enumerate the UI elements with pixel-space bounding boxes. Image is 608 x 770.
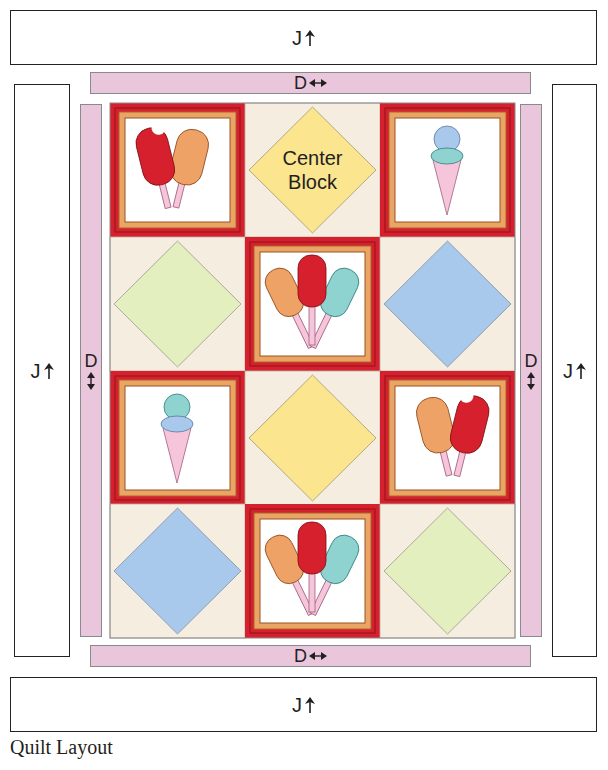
inner-border-strip: D [90,645,531,667]
direction-arrow [44,363,54,379]
inner-border-strip: D [520,104,542,637]
strip-letter: J [292,28,302,48]
direction-arrow [576,363,586,379]
diamond-outline [245,103,380,237]
strip-letter: J [292,695,302,715]
direction-arrow [305,697,315,713]
strip-letter: J [563,361,573,381]
strip-letter: D [85,352,98,370]
border-strip: J [552,84,597,657]
inner-border-strip: D [80,104,102,637]
strip-letter: D [525,352,538,370]
border-strip: J [10,677,597,732]
strip-letter: D [294,74,307,92]
border-strip: J [14,84,70,657]
inner-border-strip: D [90,72,531,94]
figure-caption: Quilt Layout [10,736,113,759]
direction-arrow [526,372,536,390]
direction-arrow [86,372,96,390]
block-label: Center Block [271,146,355,194]
direction-arrow [309,651,327,661]
strip-letter: J [31,361,41,381]
strip-letter: D [294,647,307,665]
border-strip: J [10,10,597,65]
center-diamond: Center Block [245,103,380,237]
direction-arrow [305,30,315,46]
direction-arrow [309,78,327,88]
